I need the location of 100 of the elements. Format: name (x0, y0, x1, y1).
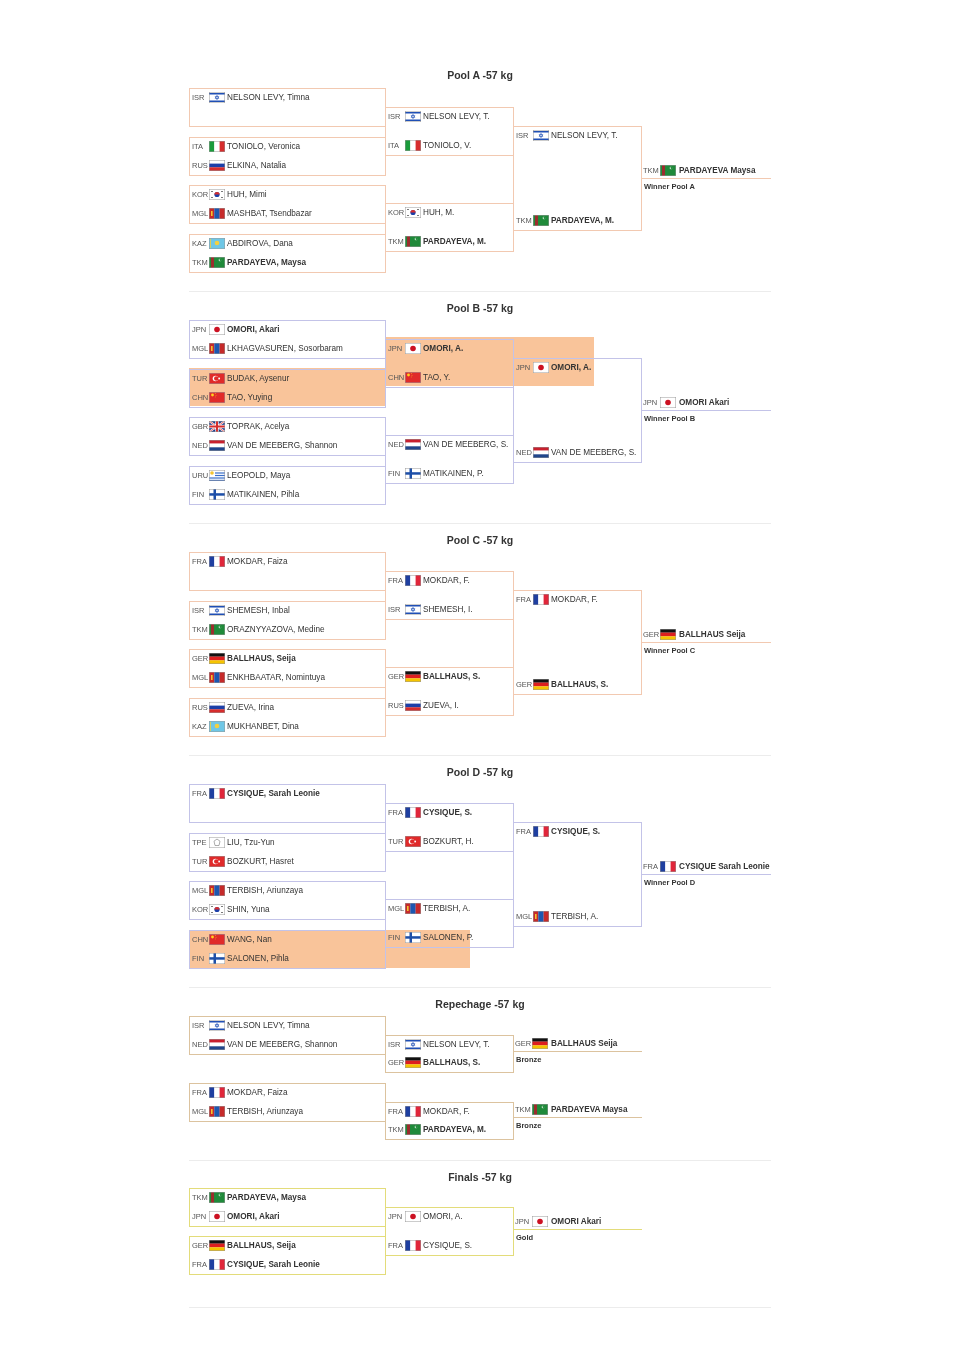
athlete-name: OMORI, A. (551, 362, 592, 373)
athlete-name: MOKDAR, Faiza (227, 1087, 288, 1098)
athlete-name: TERBISH, A. (423, 903, 471, 914)
athlete-name: PARDAYEVA, M. (551, 215, 615, 226)
athlete-name: SHEMESH, Inbal (227, 605, 290, 616)
athlete-name: ZUEVA, I. (423, 700, 459, 711)
section-title: Pool C -57 kg (446, 534, 514, 547)
athlete-name: LKHAGVASUREN, Sosorbaram (227, 343, 343, 354)
athlete-name: SALONEN, P. (423, 932, 474, 943)
match-box (385, 339, 514, 388)
athlete-name: PARDAYEVA, M. (423, 1124, 487, 1135)
athlete-name: MATIKAINEN, Pihla (227, 489, 300, 500)
athlete-name: LIU, Tzu-Yun (227, 837, 275, 848)
match-box (189, 1236, 386, 1275)
athlete-name: OMORI, A. (423, 343, 464, 354)
section-title: Repechage -57 kg (435, 998, 525, 1011)
athlete-name: TERBISH, Ariunzaya (227, 1106, 303, 1117)
athlete-name: PARDAYEVA, M. (423, 236, 487, 247)
match-box (385, 435, 514, 484)
athlete-name: LEOPOLD, Maya (227, 470, 291, 481)
athlete-name: OMORI Akari (551, 1216, 602, 1227)
athlete-name: ZUEVA, Irina (227, 702, 275, 713)
athlete-name: NELSON LEVY, T. (423, 1039, 490, 1050)
athlete-name: BALLHAUS, S. (551, 679, 609, 690)
athlete-name: TONIOLO, Veronica (227, 141, 301, 152)
athlete-name: TAO, Y. (423, 372, 451, 383)
match-box (189, 417, 386, 456)
athlete-name: SHIN, Yuna (227, 904, 270, 915)
athlete-name: SHEMESH, I. (423, 604, 473, 615)
athlete-name: ENKHBAATAR, Nomintuya (227, 672, 325, 683)
athlete-name: ABDIROVA, Dana (227, 238, 293, 249)
match-box (513, 126, 642, 231)
athlete-name: NELSON LEVY, Timna (227, 92, 310, 103)
athlete-name: MOKDAR, F. (423, 575, 470, 586)
match-box (189, 833, 386, 872)
match-box (385, 571, 514, 620)
match-box (385, 803, 514, 852)
match-box (189, 320, 386, 359)
match-box (385, 1035, 514, 1073)
athlete-name: TOPRAK, Acelya (227, 421, 290, 432)
athlete-name: OMORI, Akari (227, 1211, 280, 1222)
athlete-name: MATIKAINEN, P. (423, 468, 484, 479)
athlete-name: MOKDAR, Faiza (227, 556, 288, 567)
match-box (189, 552, 386, 591)
athlete-name: VAN DE MEEBERG, S. (423, 439, 509, 450)
match-box (189, 1083, 386, 1122)
athlete-name: MUKHANBET, Dina (227, 721, 299, 732)
athlete-name: BALLHAUS Seija (679, 629, 746, 640)
match-box (189, 234, 386, 273)
athlete-name: BALLHAUS, Seija (227, 1240, 296, 1251)
match-box (385, 1102, 514, 1140)
athlete-name: TERBISH, A. (551, 911, 599, 922)
match-box (189, 649, 386, 688)
match-box (189, 1016, 386, 1055)
athlete-name: TERBISH, Ariunzaya (227, 885, 303, 896)
athlete-name: CYSIQUE Sarah Leonie (679, 861, 770, 872)
athlete-name: TAO, Yuying (227, 392, 273, 403)
athlete-name: CYSIQUE, S. (423, 1240, 473, 1251)
athlete-name: VAN DE MEEBERG, Shannon (227, 440, 338, 451)
match-box (385, 1207, 514, 1256)
athlete-name: BALLHAUS, Seija (227, 653, 296, 664)
match-box (385, 667, 514, 716)
athlete-name: BALLHAUS Seija (551, 1038, 618, 1049)
match-box (189, 185, 386, 224)
section-title: Finals -57 kg (448, 1171, 512, 1184)
match-box (513, 358, 642, 463)
athlete-name: BUDAK, Aysenur (227, 373, 290, 384)
athlete-name: BALLHAUS, S. (423, 671, 481, 682)
athlete-name: HUH, M. (423, 207, 455, 218)
match-box (189, 466, 386, 505)
athlete-name: NELSON LEVY, T. (551, 130, 618, 141)
athlete-name: NELSON LEVY, T. (423, 111, 490, 122)
athlete-name: PARDAYEVA Maysa (679, 165, 756, 176)
athlete-name: MASHBAT, Tsendbazar (227, 208, 312, 219)
athlete-name: OMORI, A. (423, 1211, 463, 1222)
athlete-name: WANG, Nan (227, 934, 272, 945)
athlete-name: BOZKURT, H. (423, 836, 474, 847)
match-box (385, 203, 514, 252)
match-box (189, 881, 386, 920)
athlete-name: OMORI, Akari (227, 324, 280, 335)
match-box (189, 698, 386, 737)
athlete-name: CYSIQUE, Sarah Leonie (227, 1259, 320, 1270)
match-box (189, 1188, 386, 1227)
athlete-name: SALONEN, Pihla (227, 953, 289, 964)
athlete-name: CYSIQUE, S. (423, 807, 473, 818)
match-box (189, 930, 386, 969)
athlete-name: CYSIQUE, Sarah Leonie (227, 788, 320, 799)
match-box (513, 590, 642, 695)
athlete-name: BALLHAUS, S. (423, 1057, 481, 1068)
athlete-name: CYSIQUE, S. (551, 826, 601, 837)
athlete-name: HUH, Mimi (227, 189, 267, 200)
match-box (189, 601, 386, 640)
match-box (189, 137, 386, 176)
match-box (189, 784, 386, 823)
match-box (385, 899, 514, 948)
section-title: Pool D -57 kg (446, 766, 514, 779)
athlete-name: PARDAYEVA, Maysa (227, 257, 307, 268)
athlete-name: PARDAYEVA Maysa (551, 1104, 628, 1115)
athlete-name: VAN DE MEEBERG, S. (551, 447, 637, 458)
athlete-name: ORAZNYYAZOVA, Medine (227, 624, 325, 635)
